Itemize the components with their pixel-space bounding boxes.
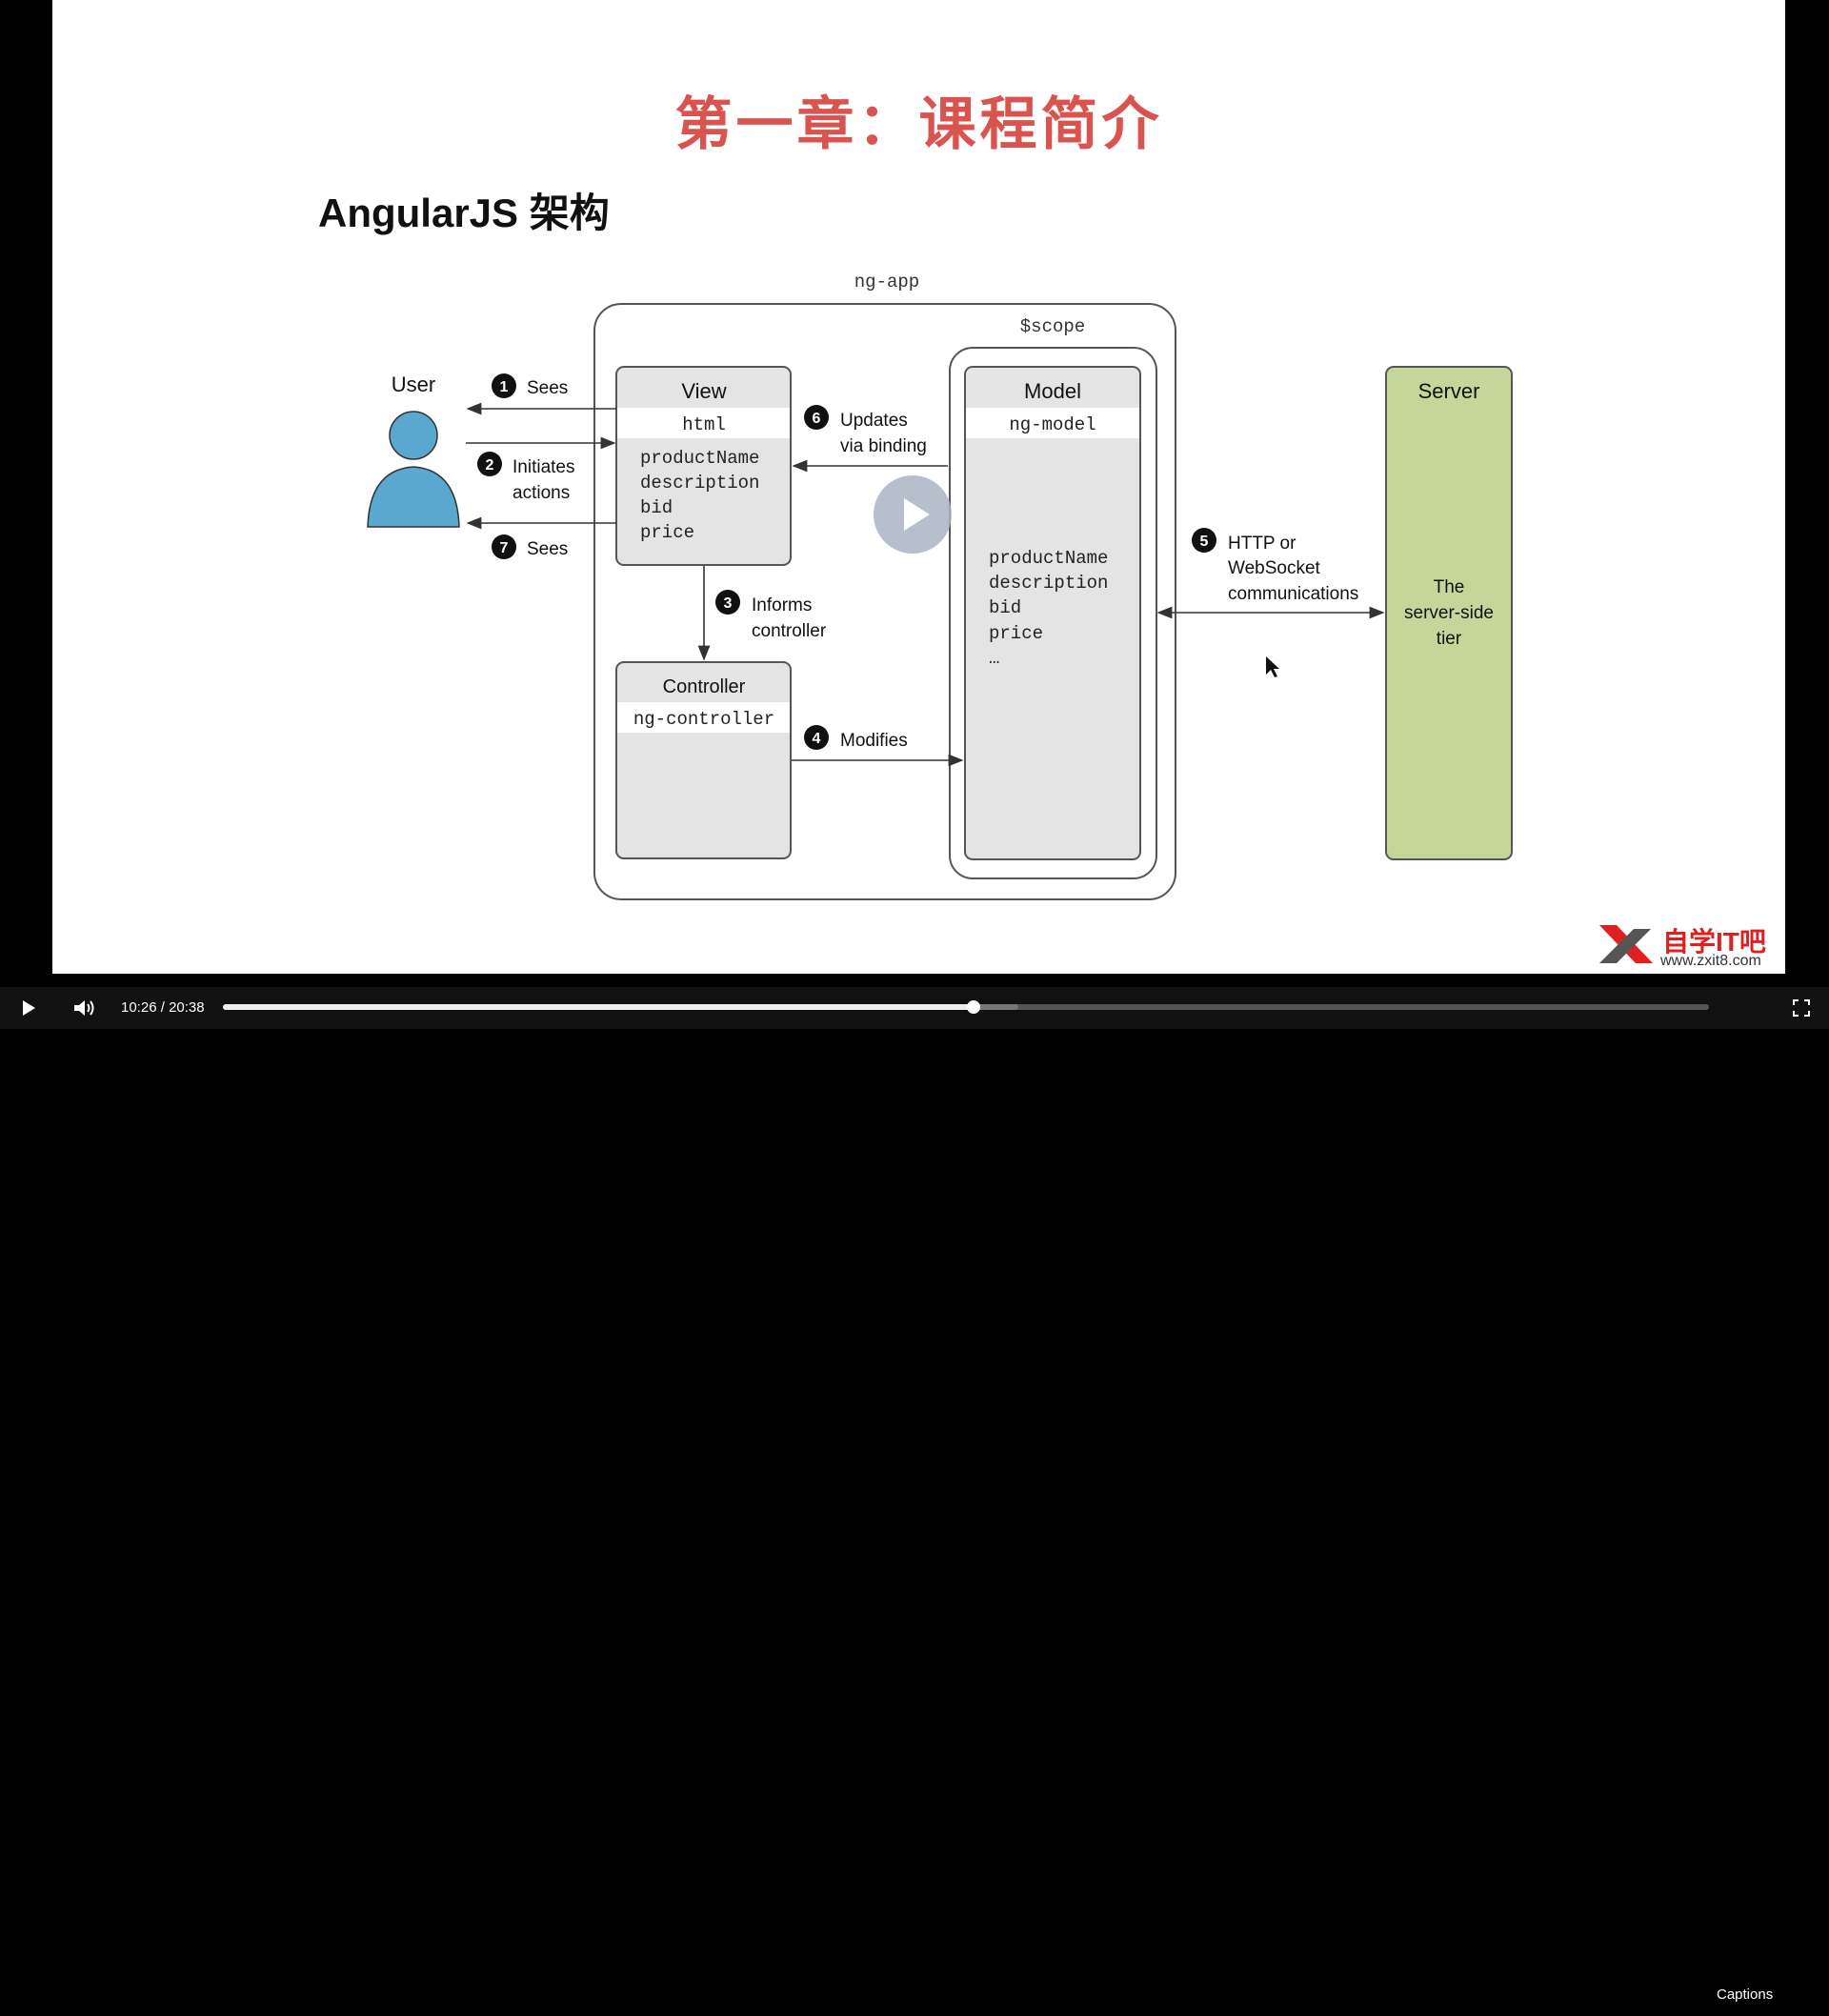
step-5: 5 HTTP or WebSocket communications: [1192, 528, 1358, 604]
scope-box: [949, 347, 1157, 879]
step-7-label: Sees: [527, 539, 568, 559]
model-field: bid: [989, 597, 1021, 618]
step-6-label: via binding: [840, 436, 927, 456]
server-desc-line: server-side: [1404, 603, 1494, 623]
step-3: 3 Informs controller: [715, 590, 827, 641]
watermark-logo: 自学IT吧 www.zxit8.com: [1596, 919, 1785, 972]
model-box: Model ng-model productName description b…: [964, 366, 1141, 860]
step-1-number: 1: [500, 379, 509, 395]
captions-button[interactable]: Captions: [1717, 1986, 1774, 2003]
step-1-label: Sees: [527, 378, 568, 398]
model-field: …: [989, 648, 999, 669]
watermark-url: www.zxit8.com: [1660, 953, 1761, 969]
step-4-label: Modifies: [840, 731, 908, 751]
center-play-icon: [904, 498, 930, 531]
model-field: productName: [989, 548, 1108, 569]
step-2: 2 Initiates actions: [477, 452, 574, 503]
step-6: 6 Updates via binding: [804, 405, 927, 456]
progress-bar[interactable]: [223, 1000, 1709, 1014]
play-icon: [23, 1000, 35, 1016]
slide: 第一章：课程简介 AngularJS 架构 ng-app $scope View…: [52, 0, 1785, 974]
time-separator: /: [160, 999, 165, 1016]
controller-tag: ng-controller: [633, 709, 774, 730]
step-4-number: 4: [813, 731, 821, 747]
model-tag: ng-model: [1009, 414, 1095, 435]
time-display: 10:26 / 20:38: [121, 987, 205, 1029]
model-title: Model: [1024, 379, 1081, 403]
step-3-label: Informs: [752, 595, 812, 615]
step-6-label: Updates: [840, 411, 908, 431]
step-7: 7 Sees: [492, 534, 568, 559]
user-icon: User: [367, 373, 460, 528]
model-field: price: [989, 623, 1043, 644]
duration: 20:38: [169, 999, 205, 1016]
play-button[interactable]: [19, 987, 38, 1029]
progress-handle[interactable]: [966, 1000, 980, 1014]
view-tag: html: [682, 414, 726, 435]
slide-title: 第一章：课程简介: [674, 92, 1163, 156]
scope-label: $scope: [1020, 316, 1085, 337]
mouse-cursor-icon: [1266, 656, 1279, 677]
step-2-label: actions: [513, 483, 570, 503]
view-field: price: [640, 522, 694, 543]
volume-icon: [74, 1000, 94, 1016]
step-3-label: controller: [752, 621, 827, 641]
step-7-number: 7: [500, 540, 509, 556]
step-2-label: Initiates: [513, 457, 574, 477]
fullscreen-button[interactable]: [1793, 987, 1810, 1029]
step-3-number: 3: [724, 595, 733, 612]
server-desc-line: tier: [1437, 629, 1462, 649]
volume-button[interactable]: [72, 987, 97, 1029]
current-time: 10:26: [121, 999, 157, 1016]
architecture-diagram: ng-app $scope View html productName desc…: [367, 272, 1513, 900]
controller-box: Controller ng-controller: [615, 661, 792, 859]
server-title: Server: [1418, 379, 1480, 403]
step-5-label: WebSocket: [1228, 558, 1321, 578]
view-field: bid: [640, 497, 673, 518]
view-box: View html productName description bid pr…: [615, 366, 792, 566]
step-5-label: communications: [1228, 584, 1358, 604]
view-title: View: [681, 379, 726, 403]
server-box: Server The server-side tier: [1385, 366, 1513, 860]
controller-title: Controller: [663, 676, 746, 697]
step-2-number: 2: [486, 457, 494, 474]
step-4: 4 Modifies: [804, 725, 908, 751]
server-desc-line: The: [1434, 577, 1465, 597]
step-5-number: 5: [1200, 534, 1209, 550]
center-play-button[interactable]: [874, 475, 952, 554]
user-label: User: [392, 373, 435, 396]
watermark-x-icon: [1599, 925, 1653, 963]
step-6-number: 6: [813, 411, 821, 427]
watermark-brand: 自学IT吧: [1662, 927, 1766, 957]
view-field: productName: [640, 448, 759, 469]
step-5-label: HTTP or: [1228, 534, 1296, 554]
slide-subtitle: AngularJS 架构: [318, 191, 610, 235]
fullscreen-icon: [1793, 999, 1810, 1017]
ng-app-label: ng-app: [854, 272, 919, 292]
view-field: description: [640, 473, 759, 494]
step-1: 1 Sees: [492, 373, 568, 398]
model-field: description: [989, 573, 1108, 594]
progress-played: [223, 1004, 974, 1010]
ng-app-box: [593, 303, 1176, 900]
